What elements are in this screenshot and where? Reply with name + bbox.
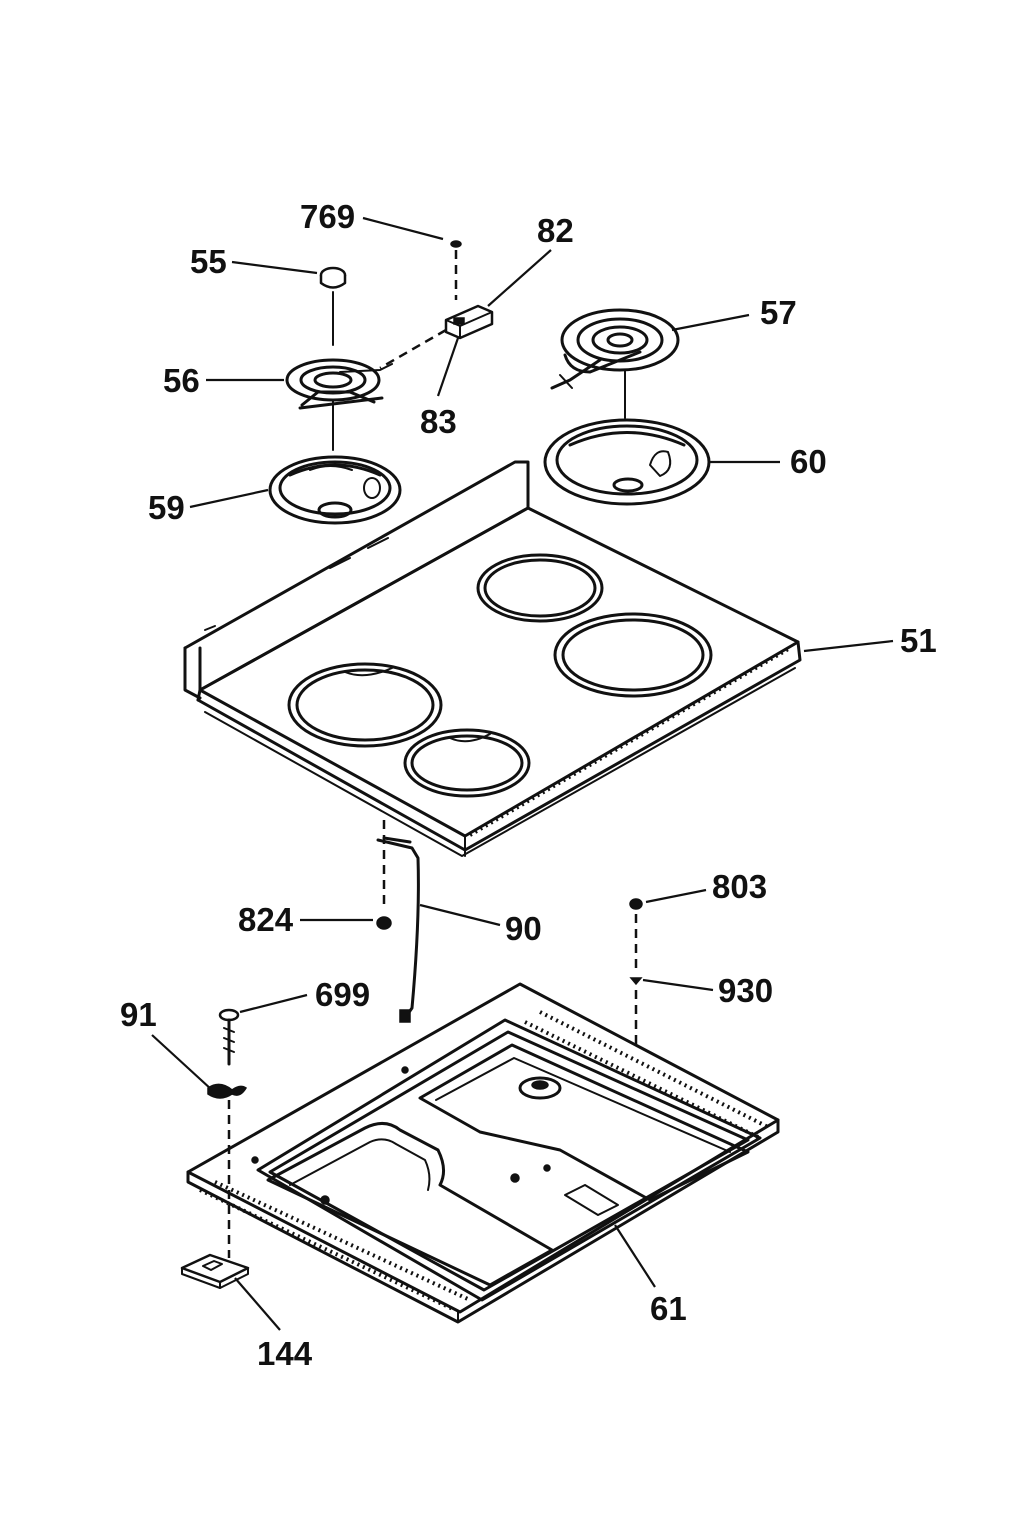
part-55-knob	[319, 266, 347, 346]
callout-labels: 769 82 55 57 56 83 59 60 51 803 824 90 9…	[120, 198, 937, 1372]
callout-82: 82	[537, 212, 574, 249]
part-824-screw	[376, 916, 392, 930]
part-90-wire	[376, 820, 420, 1023]
callout-824: 824	[238, 901, 294, 938]
callout-51: 51	[900, 622, 937, 659]
callout-60: 60	[790, 443, 827, 480]
part-60-large-drip-pan	[543, 418, 711, 506]
callout-59: 59	[148, 489, 185, 526]
part-930-washer	[629, 977, 643, 1045]
part-699-screw	[218, 1008, 240, 1066]
part-144-bracket	[180, 1253, 250, 1289]
leader-lines	[151, 216, 894, 1331]
part-82-terminal-block	[444, 304, 494, 340]
callout-61: 61	[650, 1290, 687, 1327]
callout-83: 83	[420, 403, 457, 440]
part-769-screw	[450, 240, 462, 300]
part-803-screw	[629, 898, 643, 972]
callout-769: 769	[300, 198, 355, 235]
part-51-cooktop	[183, 460, 802, 857]
callout-144: 144	[257, 1335, 313, 1372]
callout-803: 803	[712, 868, 767, 905]
callout-55: 55	[190, 243, 227, 280]
callout-930: 930	[718, 972, 773, 1009]
part-56-small-surface-element	[285, 358, 393, 451]
callout-91: 91	[120, 996, 157, 1033]
callout-90: 90	[505, 910, 542, 947]
part-83-wire-lead	[379, 328, 447, 370]
part-91-clip	[207, 1083, 248, 1258]
part-61-bottom-pan	[186, 982, 780, 1324]
part-57-large-surface-element	[550, 308, 680, 419]
callout-57: 57	[760, 294, 797, 331]
part-59-small-drip-pan	[268, 455, 402, 525]
callout-56: 56	[163, 362, 200, 399]
callout-699: 699	[315, 976, 370, 1013]
